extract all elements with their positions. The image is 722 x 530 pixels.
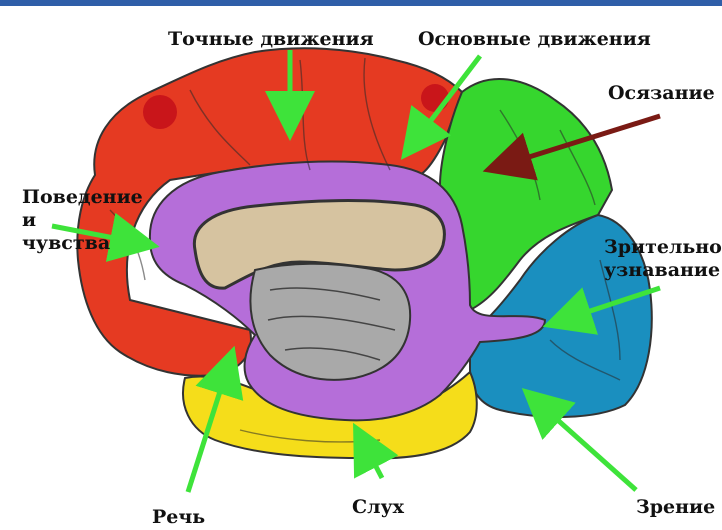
label-basic-movements: Основные движения <box>418 30 651 49</box>
frontal-highlight <box>143 95 177 129</box>
label-hearing: Слух <box>352 498 404 517</box>
frontal-highlight-2 <box>421 84 449 112</box>
label-fine-movements: Точные движения <box>168 30 374 49</box>
label-speech: Речь <box>152 508 205 527</box>
label-touch: Осязание <box>608 84 715 103</box>
label-vision: Зрение <box>636 498 715 517</box>
top-border <box>0 0 722 6</box>
